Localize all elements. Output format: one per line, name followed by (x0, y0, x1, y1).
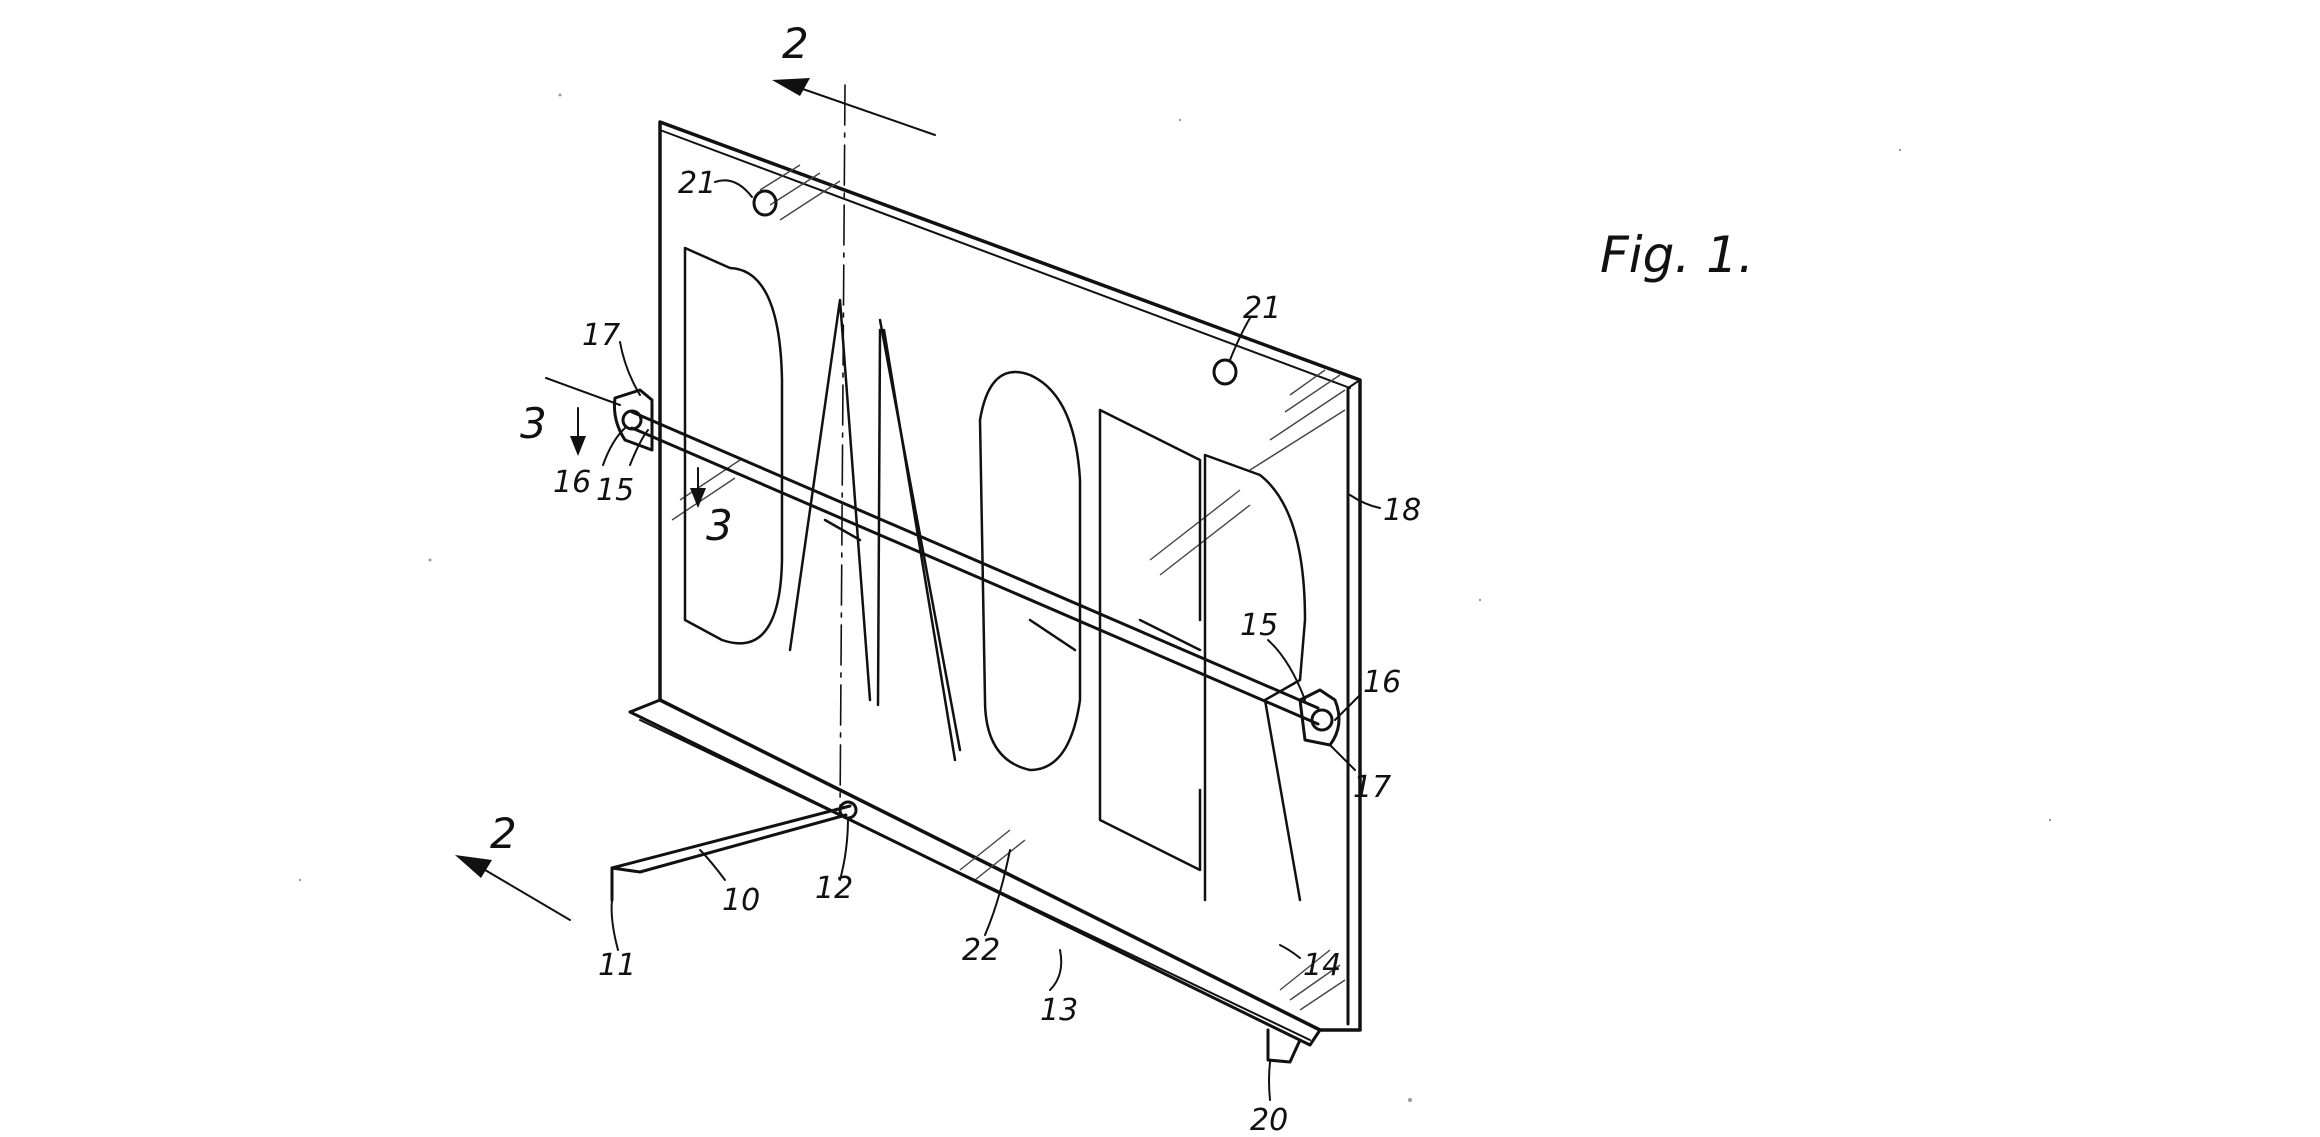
section-2-bottom-label: 2 (490, 809, 517, 858)
numeral-17-right: 17 (1353, 770, 1391, 805)
figure-label: Fig. 1. (1600, 226, 1754, 284)
arrow-2-top (772, 78, 810, 96)
section-3-right-label: 3 (706, 501, 733, 550)
numeral-12: 12 (815, 871, 853, 906)
arrow-3-left (570, 436, 586, 456)
numeral-22: 22 (962, 933, 1000, 968)
numeral-14: 14 (1303, 948, 1341, 983)
numeral-15-left: 15 (596, 473, 634, 508)
section-3-left-label: 3 (520, 399, 547, 448)
left-bracket (613, 388, 654, 452)
letter-e (1098, 408, 1202, 872)
numeral-18: 18 (1383, 493, 1421, 528)
danger-lettering (683, 246, 1307, 902)
numeral-10: 10 (722, 883, 760, 918)
letter-g (978, 370, 1082, 772)
paper-speckle (298, 93, 2052, 1102)
base-assembly (610, 698, 1322, 1064)
numeral-11: 11 (598, 948, 636, 983)
section-lines (455, 78, 936, 921)
numeral-20: 20 (1250, 1103, 1288, 1137)
letter-a (788, 298, 962, 752)
numeral-16-left: 16 (553, 465, 591, 500)
arrow-3-right (690, 488, 706, 508)
numeral-16-right: 16 (1363, 665, 1401, 700)
labels: Fig. 1. 2 2 3 3 21 21 17 16 15 18 15 16 … (490, 19, 1754, 1137)
numeral-15-right: 15 (1240, 608, 1278, 643)
numeral-17-left: 17 (582, 318, 620, 353)
letter-r (1203, 453, 1307, 902)
arrow-2-bottom (455, 855, 492, 878)
letter-d (683, 246, 784, 645)
rod-assembly (613, 388, 1341, 747)
leg-10 (610, 804, 852, 874)
section-2-top-label: 2 (782, 19, 809, 68)
mounting-holes (752, 189, 1238, 386)
leader-lines (602, 179, 1381, 1101)
numeral-21-right: 21 (1243, 291, 1281, 326)
numeral-13: 13 (1040, 993, 1078, 1028)
numeral-21-left: 21 (678, 166, 716, 201)
